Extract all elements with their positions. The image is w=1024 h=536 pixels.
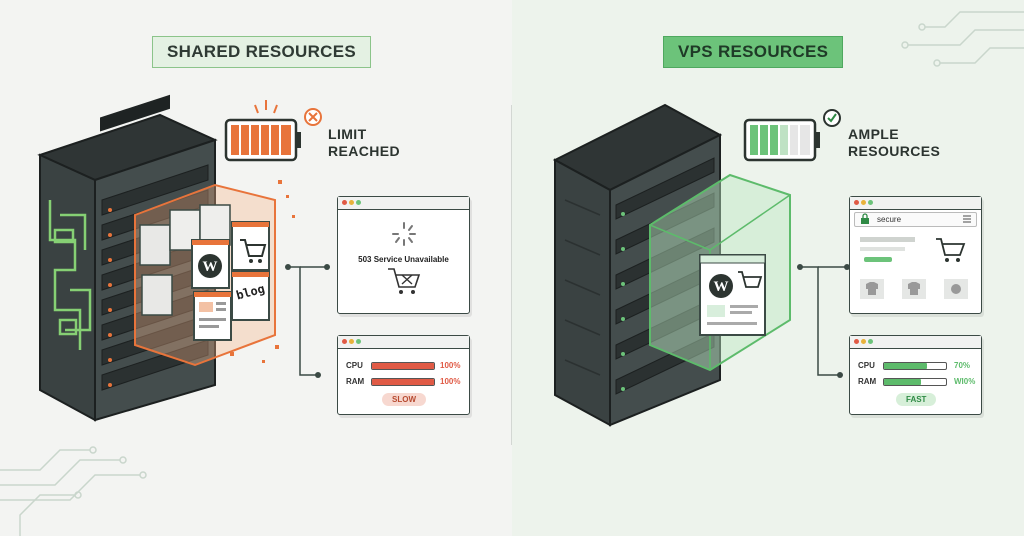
error-message: 503 Service Unavailable [358,255,449,264]
cart-icon [738,271,763,288]
cpu-percent: 70% [954,361,971,370]
blog-card [231,271,270,321]
svg-text:W: W [203,259,218,275]
cpu-label: CPU [346,361,363,370]
page-card [193,291,232,341]
cpu-label: CPU [858,361,875,370]
lock-icon [861,213,869,224]
window-titlebar [850,197,981,210]
slow-badge: SLOW [382,393,426,406]
center-divider [511,105,512,445]
shared-resources-title: SHARED RESOURCES [152,36,371,68]
ram-label: RAM [858,377,877,386]
fast-badge: FAST [896,393,937,406]
window-titlebar [338,197,469,210]
vps-metrics-window: CPU 70% RAM WI0% FAST [849,335,982,415]
shared-server-illustration: W [37,94,330,422]
svg-text:W: W [714,279,729,295]
wordpress-icon [709,274,733,298]
menu-icon[interactable] [962,214,972,224]
secure-label: secure [877,215,902,224]
status-line-1: LIMIT [328,126,367,142]
cart-card [231,221,270,271]
broken-cart-icon [388,268,421,294]
maximize-dot [868,339,873,344]
close-dot [854,339,859,344]
address-bar[interactable]: secure [854,212,977,227]
status-line-2: RESOURCES [848,143,941,159]
check-circle-icon [823,109,841,127]
vps-resources-title: VPS RESOURCES [663,36,844,68]
battery-healthy-icon [743,118,820,162]
cpu-bar-fill [884,363,928,369]
minimize-dot [349,200,354,205]
minimize-dot [861,200,866,205]
limit-reached-status: LIMIT REACHED [328,126,400,160]
ram-bar-fill [884,379,922,385]
shared-metrics-window: CPU 100% RAM 100% SLOW [337,335,470,415]
error-browser-window: 503 Service Unavailable [337,196,470,314]
ram-percent: 100% [440,377,461,386]
minimize-dot [349,339,354,344]
cart-icon [936,238,966,262]
maximize-dot [356,339,361,344]
shop-page-preview [860,237,968,299]
wordpress-card: W [191,239,230,289]
x-circle-icon [304,108,322,126]
maximize-dot [868,200,873,205]
ample-resources-status: AMPLE RESOURCES [848,126,940,160]
secure-browser-window: secure [849,196,982,314]
close-dot [854,200,859,205]
cpu-percent: 100% [440,361,461,370]
maximize-dot [356,200,361,205]
close-dot [342,200,347,205]
cpu-bar [371,362,435,370]
window-titlebar [338,336,469,349]
ram-bar [371,378,435,386]
window-titlebar [850,336,981,349]
ram-label: RAM [346,377,365,386]
loading-spinner-icon [388,222,421,294]
ram-percent: WI0% [954,377,976,386]
close-dot [342,339,347,344]
ram-bar-fill [372,379,434,385]
status-line-1: AMPLE [848,126,899,142]
battery-full-icon [224,118,301,162]
ram-bar [883,378,947,386]
cpu-bar [883,362,947,370]
minimize-dot [861,339,866,344]
vps-site-card: W [699,254,766,336]
cpu-bar-fill [372,363,434,369]
status-line-2: REACHED [328,143,401,159]
